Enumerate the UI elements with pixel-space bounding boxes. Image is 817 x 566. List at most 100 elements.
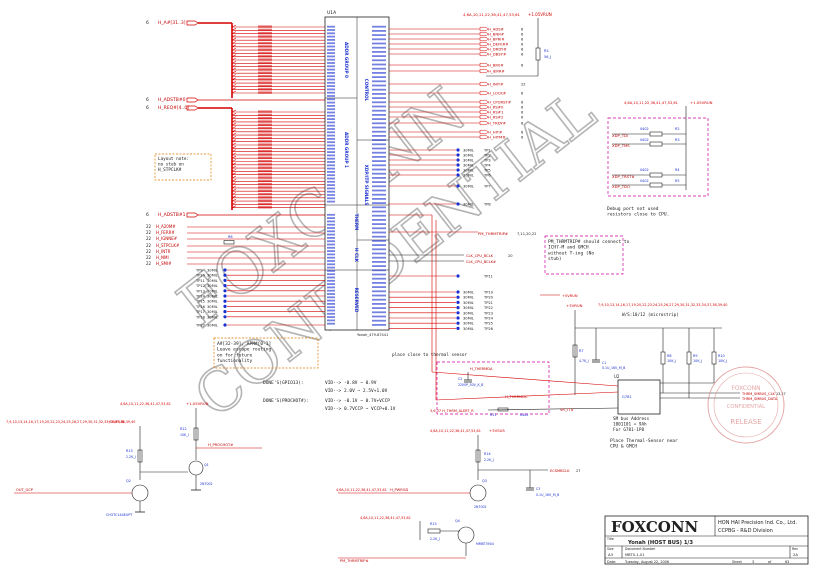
tpr-type: 30MIL [463,317,474,321]
cpu-pin-label [327,197,335,200]
tp-type: 30MIL [463,159,474,163]
tpl-type: 30MIL [207,310,218,314]
right-net-label: H_RS#0 [488,105,504,110]
ctl-name-3: H_IGNNE# [156,236,178,241]
r9-ref: R9 [693,354,698,358]
bus-page-4: 6 [146,212,149,218]
tpl-type: 30MIL [207,284,218,288]
cpu-pin-label [372,168,386,171]
trace-note: W/S:10/12 (microstrip) [622,312,679,318]
tp-type: 30MIL [463,203,474,207]
cpu-pin-label [327,260,335,262]
smb-clk: THRM_SMBUS_CLK [741,392,776,396]
pm-thrmtrip: PM_THRMTRIP# [340,559,369,563]
cpu-pin-label [372,223,386,225]
cpu-pin-label [372,189,386,192]
r2-ref: R2 [675,127,680,131]
tpl-name: TP16 [195,305,206,309]
address-net-label [258,51,272,55]
bus-page-2: 6 [146,97,149,103]
tpr-type: 30MIL [463,306,474,310]
q2-body [131,484,149,502]
cpu-pin-label [327,85,335,87]
bus-port-1 [186,20,199,26]
address-net-label [258,45,272,48]
tpr-type: 30MIL [463,291,474,295]
address-net-label [258,206,272,209]
company-logo: FOXCONN [611,518,699,536]
cpu-pin-label [372,88,386,91]
tp-name: TP1 [483,149,491,153]
address-net-label [258,81,272,84]
date-value: Tuesday, August 22, 2006 [624,560,669,564]
stpclk-resistor: R6 [223,235,235,245]
cpu-pin-label [327,319,335,322]
address-net-label [258,156,272,159]
bus-name-2: H_ADSTB#0 [158,97,186,103]
tpl-dot [223,310,227,314]
cpu-pin-label [372,42,386,45]
cpu-pin-label [372,303,386,305]
cpu-pin-label [327,279,335,282]
tp-name: TP6 [483,174,491,178]
address-net-label [258,136,272,140]
r14-ref: R14 [484,452,491,456]
thermtrip-net: PM_THRMTRIP# [478,231,508,236]
ecsmb-page: 27 [576,469,581,473]
tp-dot [456,184,460,188]
address-net-label [258,84,272,88]
cpu-pin-label [327,184,335,186]
cpu-pin-label [372,177,386,179]
tpl-dot [223,289,227,293]
cpu-pin-label [327,190,335,193]
cpu-pin-label [372,214,386,217]
address-net-label [258,153,272,156]
cpu-part-number: Yonah_479-87441 [357,333,388,337]
tpl-type: 30MIL [207,269,218,273]
vid-header: DONE'S(GPIO13): [263,380,304,386]
cpu-pin-label [372,244,386,246]
right-net-port [479,46,489,52]
right-net-label: H_RS#1 [488,110,504,115]
ctl-page-7: 22 [146,261,152,266]
r4-value: 0402 [640,168,649,172]
cpu-pin-label [327,303,335,305]
cpu-pin-label [327,312,335,315]
cpu-pin-label [372,151,386,154]
cpu-pin-label [327,213,335,216]
right-net-page: 6 [521,111,524,115]
tpr-type: 30MIL [463,296,474,300]
tp-type: 30MIL [463,154,474,158]
right-net-port [479,90,489,96]
right-net-label: H_BNR# [488,32,504,37]
cpu-pin-label [372,105,386,108]
cpu-pin-label [372,147,386,150]
cpu-pin-label [372,319,386,322]
tpl-name: TP15 [195,300,205,304]
address-net-label [258,38,272,41]
address-net-label [258,48,272,51]
cpu-pin-label [372,277,386,280]
cpu-pin-label [372,143,386,146]
q1-value: 2N7002 [200,482,213,486]
cpu-pin-label [372,25,386,28]
cpu-pin-label [372,38,386,41]
address-net-label [258,71,272,74]
date-label: Date: [607,560,616,564]
stamp-mid: CONFIDENTIAL [727,404,765,410]
cpu-pin-label [327,316,335,318]
cpu-pin-label [372,273,386,276]
cpu-pin-label [327,35,335,38]
address-net-label [258,88,272,91]
cpu-pin-label [372,294,386,297]
cpu-pin-label [327,167,335,170]
tpr-dot [456,311,460,315]
address-net-label [258,159,272,163]
tp-dot [456,163,460,167]
right-control-nets: H_ADS#6H_BNR#6H_BPRI#6H_DEFER#6H_DRDY#6H… [389,27,526,140]
